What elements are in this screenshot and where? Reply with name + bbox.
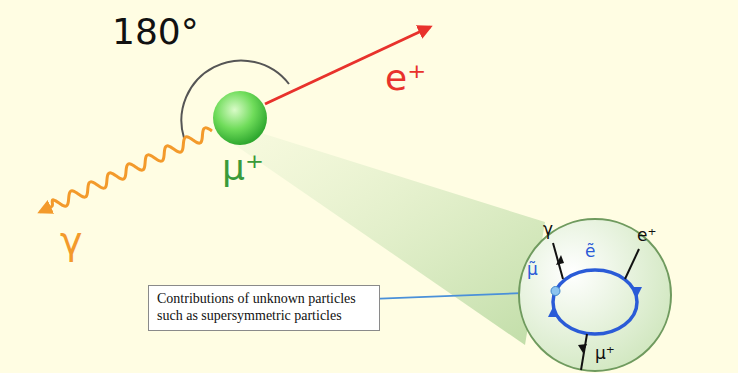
particle-line: [553, 243, 563, 279]
photon-wave: [40, 128, 212, 212]
vertex-dot: [551, 287, 560, 296]
loop-line: [553, 270, 637, 334]
callout-text: Contributions of unknown particles such …: [157, 291, 371, 325]
particle-line: [625, 249, 639, 279]
direction-arrow: [548, 307, 558, 317]
angle-label: 180°: [112, 14, 199, 50]
particle-label: γ: [60, 222, 83, 260]
particle-label: μ⁺: [595, 345, 615, 362]
muon-sphere: [213, 91, 267, 145]
particle-label: μ̃: [527, 261, 538, 278]
direction-arrow: [632, 287, 642, 297]
particle-label: e⁺: [637, 227, 656, 244]
direction-arrow: [578, 344, 587, 353]
zoom-inset: γ ẽ e⁺ μ̃ μ⁺: [517, 217, 673, 373]
positron-arrow: [265, 27, 430, 104]
particle-line: [581, 334, 587, 370]
particle-label: e⁺: [385, 60, 426, 96]
particle-label: μ⁺: [222, 150, 264, 186]
direction-arrow: [556, 255, 564, 265]
particle-label: γ: [543, 221, 553, 238]
inset-circle: [519, 219, 671, 371]
callout-box: Contributions of unknown particles such …: [148, 285, 380, 331]
particle-label: ẽ: [585, 243, 595, 260]
